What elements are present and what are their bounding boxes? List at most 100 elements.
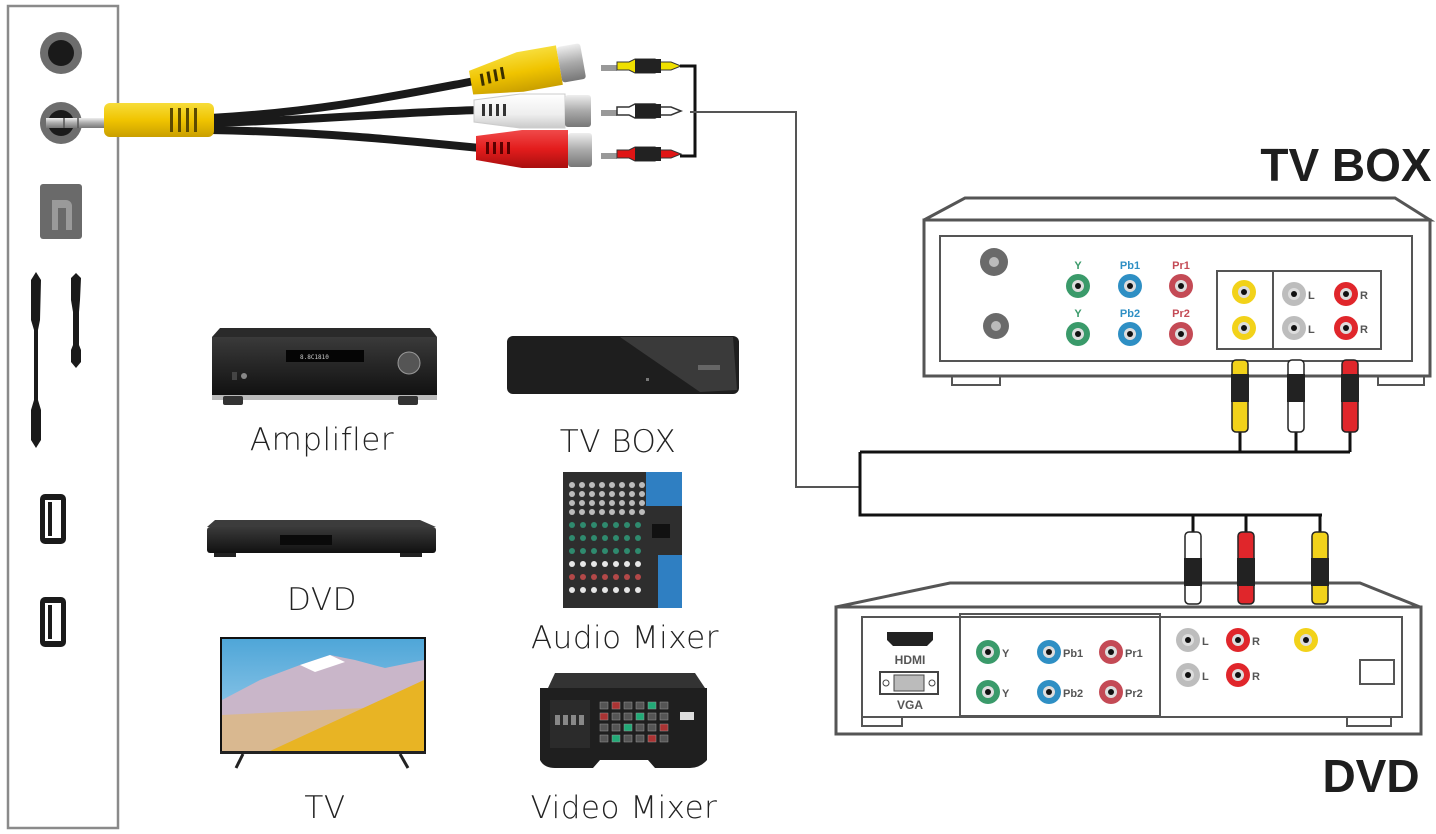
mixer-knob (619, 482, 625, 488)
mixer-knob (613, 548, 619, 554)
mixer-knob (602, 548, 608, 554)
mixer-knob (569, 522, 575, 528)
mixer-knob (609, 500, 615, 506)
audio-left-jack (1176, 663, 1200, 687)
dvd-label: DVD (287, 582, 357, 618)
tv-image (220, 637, 426, 769)
mixer-knob (602, 561, 608, 567)
mixer-knob (635, 548, 641, 554)
mixer-knob (619, 509, 625, 515)
tv-box-label: TV BOX (560, 424, 676, 460)
mixer-button (635, 712, 645, 721)
mixer-button (611, 712, 621, 721)
mixer-knob (569, 500, 575, 506)
component-label: Y (1074, 260, 1082, 272)
rca-plug-white (1184, 531, 1202, 605)
mixer-button (599, 734, 609, 743)
mixer-knob (591, 587, 597, 593)
mixer-button (599, 723, 609, 732)
component-label: Pr2 (1172, 308, 1190, 320)
component-label: Pr1 (1125, 648, 1143, 660)
mixer-knob (613, 522, 619, 528)
component-jack (976, 680, 1000, 704)
video-jack (1294, 628, 1318, 652)
component-label: Pb2 (1063, 688, 1083, 700)
sd-card-slot-icon (31, 272, 41, 448)
mixer-knob (599, 491, 605, 497)
component-label: Pr1 (1172, 260, 1190, 272)
mixer-button (647, 734, 657, 743)
mixer-knob (619, 500, 625, 506)
mixer-knob (569, 548, 575, 554)
component-jack (1066, 322, 1090, 346)
mixer-button (611, 701, 621, 710)
video-mixer-image (540, 673, 707, 768)
mixer-knob (599, 500, 605, 506)
trrs-plug-body (104, 103, 214, 137)
vga-label: VGA (897, 698, 923, 712)
component-label: Y (1002, 648, 1010, 660)
mixer-knob (591, 574, 597, 580)
mixer-knob (591, 561, 597, 567)
mixer-knob (579, 491, 585, 497)
mixer-knob (591, 548, 597, 554)
mixer-knob (629, 482, 635, 488)
component-jack (976, 640, 1000, 664)
mixer-knob (580, 548, 586, 554)
audio-right-jack (1226, 663, 1250, 687)
mixer-knob (624, 548, 630, 554)
audio-label: R (1360, 290, 1368, 302)
mixer-knob (589, 500, 595, 506)
mixer-knob (569, 491, 575, 497)
video-mixer-label: Video Mixer (531, 790, 718, 826)
mixer-knob (579, 500, 585, 506)
component-label: Pb2 (1120, 308, 1140, 320)
mixer-knob (609, 482, 615, 488)
mixer-knob (624, 574, 630, 580)
dvd-heading: DVD (1322, 750, 1419, 802)
mixer-knob (569, 561, 575, 567)
mixer-button (647, 723, 657, 732)
component-jack (1099, 640, 1123, 664)
amplifier-image: 8.8C1810 (212, 328, 437, 405)
component-jack (1066, 274, 1090, 298)
mixer-knob (609, 509, 615, 515)
mixer-knob (624, 535, 630, 541)
rca-male-red (601, 146, 683, 162)
audio-label: L (1202, 636, 1209, 648)
device-side-panel (6, 4, 120, 830)
mixer-knob (639, 500, 645, 506)
tv-box-heading: TV BOX (1260, 139, 1432, 191)
audio-label: R (1252, 636, 1260, 648)
component-label: Pb1 (1120, 260, 1140, 272)
mixer-knob (599, 509, 605, 515)
micro-sd-slot-icon (71, 273, 81, 368)
svg-text:8.8C1810: 8.8C1810 (300, 354, 329, 361)
mixer-knob (613, 535, 619, 541)
mixer-knob (569, 535, 575, 541)
amplifier-label: Amplifler (250, 422, 394, 458)
mixer-knob (613, 574, 619, 580)
mixer-knob (602, 535, 608, 541)
audio-left-jack (1176, 628, 1200, 652)
mixer-button (647, 712, 657, 721)
component-jack (1169, 274, 1193, 298)
mixer-knob (635, 561, 641, 567)
mixer-knob (580, 522, 586, 528)
mixer-knob (613, 561, 619, 567)
audio-mixer-label: Audio Mixer (531, 620, 719, 656)
mixer-button (659, 734, 669, 743)
mixer-knob (589, 491, 595, 497)
mixer-knob (580, 535, 586, 541)
audio-right-jack (1334, 282, 1358, 306)
mixer-button (647, 701, 657, 710)
hdmi-label: HDMI (895, 653, 926, 667)
mixer-knob (569, 587, 575, 593)
audio-label: L (1308, 324, 1315, 336)
mixer-button (659, 701, 669, 710)
audio-label: R (1360, 324, 1368, 336)
mixer-button (659, 723, 669, 732)
mixer-knob (569, 482, 575, 488)
